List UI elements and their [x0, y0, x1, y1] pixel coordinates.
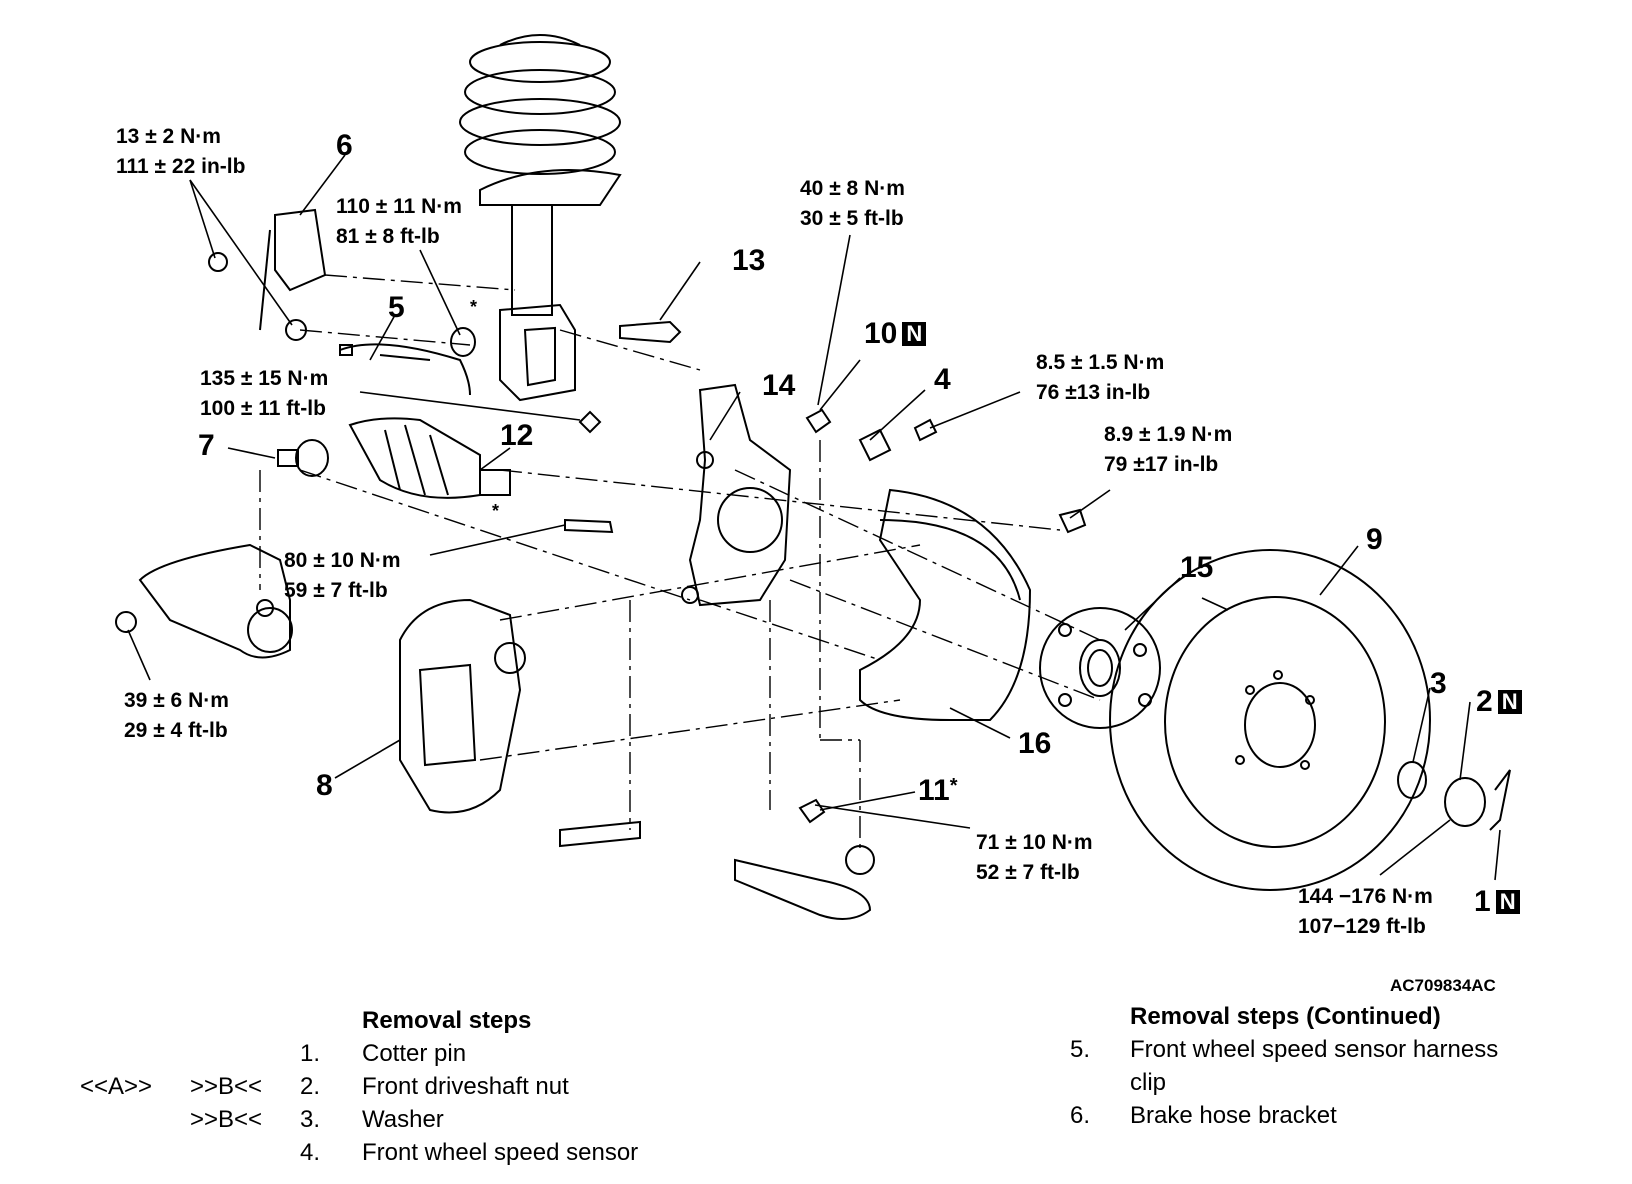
strut-assembly [479, 169, 622, 402]
part-label-7: 7 [198, 429, 215, 462]
asterisk-mark: * [492, 501, 500, 521]
figure-code: AC709834AC [1390, 976, 1496, 995]
wheel-hub [1039, 607, 1161, 729]
list-item: clip [1130, 1069, 1167, 1096]
lower-arm [115, 543, 293, 659]
brake-rotor [1109, 549, 1431, 891]
part-label-13: 13 [732, 244, 766, 277]
brake-caliper [399, 598, 526, 814]
part-label-14: 14 [762, 369, 796, 402]
leader-lines [127, 154, 1501, 881]
part-label-12: 12 [500, 419, 534, 452]
coil-spring [459, 34, 621, 175]
n-mark: N [1497, 690, 1522, 714]
part-label-9: 9 [1366, 523, 1383, 556]
bolt-8-9 [1058, 508, 1087, 534]
speed-sensor [858, 428, 892, 462]
list-item: 4. Front wheel speed sensor [300, 1139, 639, 1166]
list-item: <<A>> >>B<< 2. Front driveshaft nut [80, 1073, 569, 1100]
washer [1397, 761, 1427, 799]
asterisk-mark: * [470, 297, 478, 317]
part-label-11: 11* [918, 774, 958, 807]
bolt-13 [619, 320, 682, 344]
nut-10 [805, 408, 832, 434]
bolt-8-5 [913, 418, 938, 442]
n-mark: N [902, 322, 927, 346]
part-label-3: 3 [1430, 667, 1447, 700]
removal-steps-continued: Removal steps (Continued) 5. Front wheel… [1070, 1000, 1590, 1132]
brake-hose-bracket [208, 208, 327, 341]
list-item: 1. Cotter pin [300, 1040, 467, 1067]
removal-steps-heading: Removal steps [362, 1007, 532, 1034]
strut-bolt-nut [578, 410, 602, 434]
part-label-15: 15 [1180, 551, 1214, 584]
harness-clip [339, 343, 471, 396]
driveshaft-cv-joint [348, 417, 511, 499]
part-label-8: 8 [316, 769, 333, 802]
cotter-pin [1489, 769, 1511, 831]
steering-knuckle [681, 383, 792, 607]
part-label-4: 4 [934, 363, 951, 396]
caliper-bolt [559, 820, 641, 848]
list-item: 5. Front wheel speed sensor harness [1070, 1036, 1499, 1063]
part-label-5: 5 [388, 291, 405, 324]
part-label-6: 6 [336, 129, 353, 162]
ball-joint-nut [277, 439, 329, 477]
part-label-16: 16 [1018, 727, 1052, 760]
n-mark: N [1495, 890, 1520, 914]
list-item: >>B<< 3. Washer [190, 1106, 444, 1133]
exploded-suspension-diagram [115, 34, 1511, 920]
tie-rod-end [734, 845, 875, 920]
alignment-lines [259, 274, 1101, 850]
driveshaft-nut [1444, 777, 1486, 827]
strut-nut [450, 327, 476, 357]
removal-steps: Removal steps 1. Cotter pin <<A>> >>B<< … [80, 1004, 700, 1169]
removal-steps-continued-heading: Removal steps (Continued) [1130, 1003, 1441, 1030]
bolt-80 [564, 518, 614, 534]
dust-shield [859, 488, 1032, 721]
nut-11 [798, 798, 826, 824]
list-item: 6. Brake hose bracket [1070, 1102, 1337, 1129]
